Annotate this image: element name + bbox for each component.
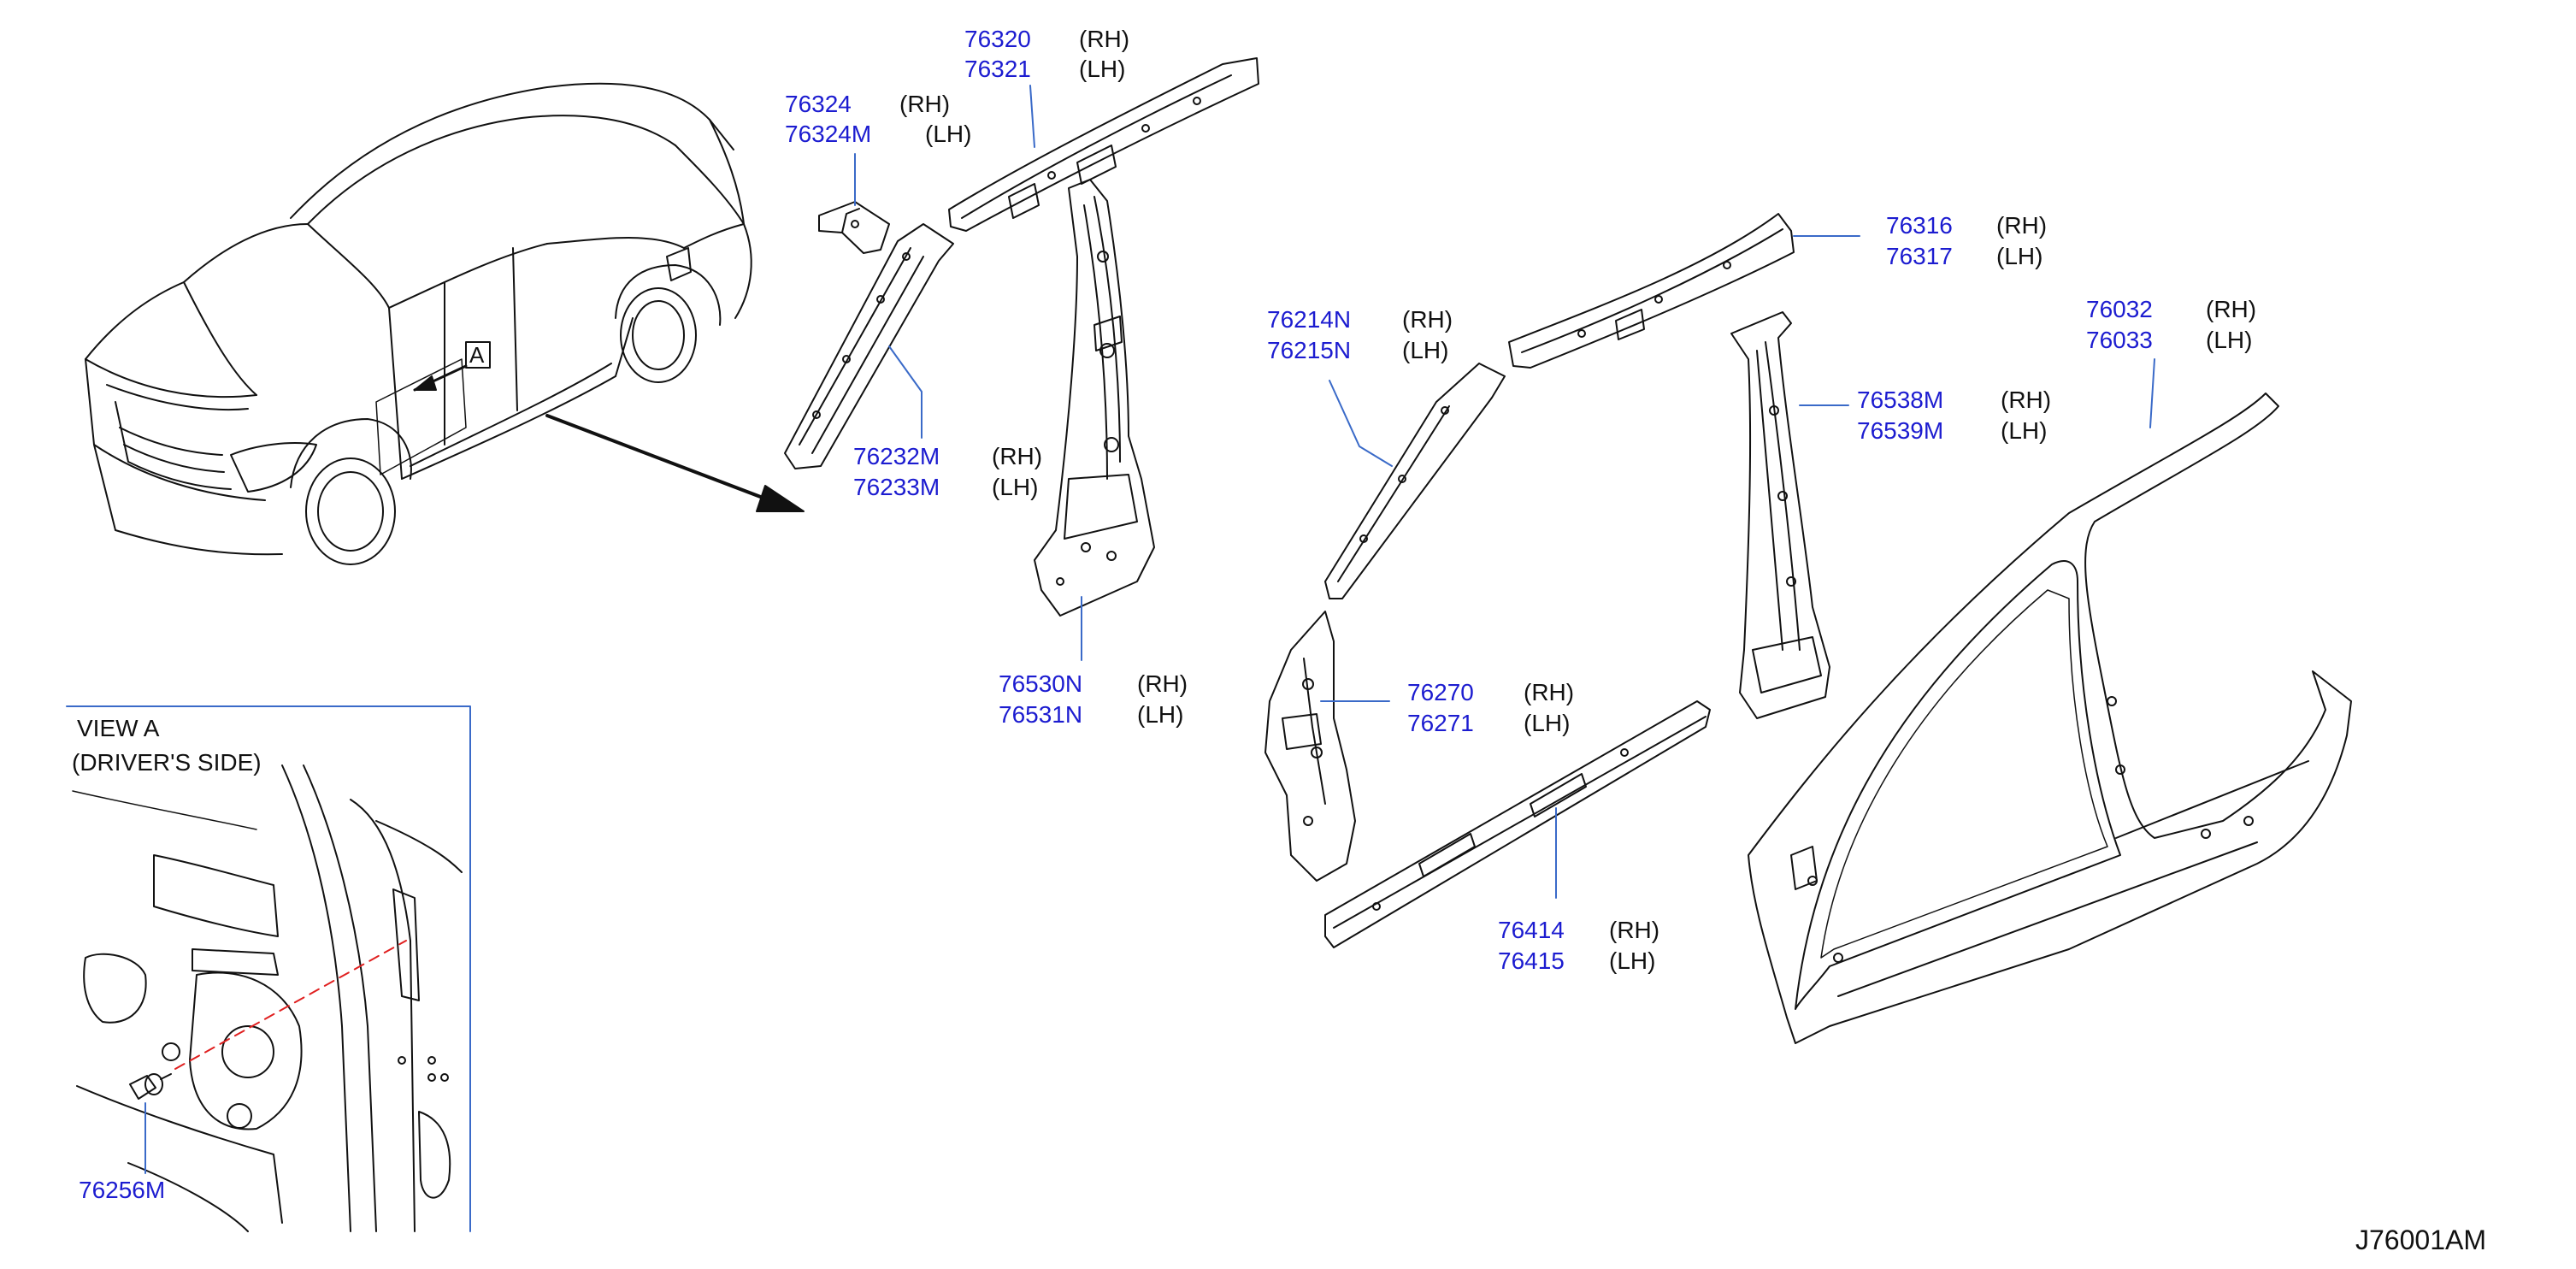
view-a-panel [66,705,471,1232]
part-76530n-pillar [1034,179,1155,617]
part-number-rh[interactable]: 76316 [1886,212,1953,239]
view-a-pointer-arrow [413,364,468,392]
diagram-code: J76001AM [2355,1225,2486,1255]
part-number-lh[interactable]: 76271 [1407,710,1474,736]
part-number-rh[interactable]: 76032 [2086,296,2153,322]
part-number-rh[interactable]: 76232M [853,443,940,469]
side-lh: (LH) [1524,710,1571,736]
part-number-rh[interactable]: 76538M [1857,387,1944,413]
side-rh: (RH) [1609,917,1660,943]
part-76414-sill [1324,700,1711,948]
part-number-lh[interactable]: 76324M [785,121,872,147]
part-76320-roof-rail [948,57,1259,232]
side-rh: (RH) [899,91,951,117]
part-number-lh[interactable]: 76317 [1886,243,1953,269]
part-number-lh[interactable]: 76415 [1498,947,1565,974]
leader-lines [854,85,2155,899]
explode-arrow [545,414,805,512]
side-lh: (LH) [2206,327,2253,353]
side-lh: (LH) [992,474,1039,500]
part-number-rh[interactable]: 76270 [1407,679,1474,705]
part-76316-roof-rail [1508,213,1795,369]
part-number-rh[interactable]: 76214N [1267,306,1352,333]
part-number-lh[interactable]: 76233M [853,474,940,500]
part-number-rh[interactable]: 76530N [999,670,1083,697]
side-lh: (LH) [1079,56,1126,82]
side-lh: (LH) [2001,417,2048,444]
side-lh: (LH) [1137,701,1184,728]
car-illustration [85,82,752,565]
part-number-lh[interactable]: 76215N [1267,337,1352,363]
side-rh: (RH) [2001,387,2052,413]
side-rh: (RH) [2206,296,2257,322]
part-number-lh[interactable]: 76321 [964,56,1031,82]
part-number-lh[interactable]: 76539M [1857,417,1944,444]
side-rh: (RH) [1137,670,1188,697]
part-76032-body-side [1748,393,2352,1044]
view-marker-box [465,341,491,369]
part-76324-bracket [818,201,890,254]
side-rh: (RH) [1079,26,1130,52]
part-number-lh[interactable]: 76033 [2086,327,2153,353]
side-lh: (LH) [925,121,972,147]
part-number-rh[interactable]: 76414 [1498,917,1565,943]
side-rh: (RH) [1524,679,1575,705]
part-number-lh[interactable]: 76531N [999,701,1083,728]
part-76538m-pillar [1730,311,1830,719]
side-rh: (RH) [992,443,1043,469]
part-76232m-pillar [784,223,954,469]
side-rh: (RH) [1402,306,1453,333]
side-rh: (RH) [1996,212,2048,239]
side-lh: (LH) [1996,243,2043,269]
view-title: VIEW A [77,715,160,741]
side-lh: (LH) [1402,337,1449,363]
part-76214n-pillar [1324,363,1506,599]
part-number-rh[interactable]: 76320 [964,26,1031,52]
part-76270-bracket [1264,611,1356,882]
view-marker-letter: A [469,342,485,368]
part-number-view-a[interactable]: 76256M [79,1177,166,1203]
view-subtitle: (DRIVER'S SIDE) [72,749,262,776]
bolt-icon [129,1073,172,1100]
part-number-rh[interactable]: 76324 [785,91,852,117]
side-lh: (LH) [1609,947,1656,974]
